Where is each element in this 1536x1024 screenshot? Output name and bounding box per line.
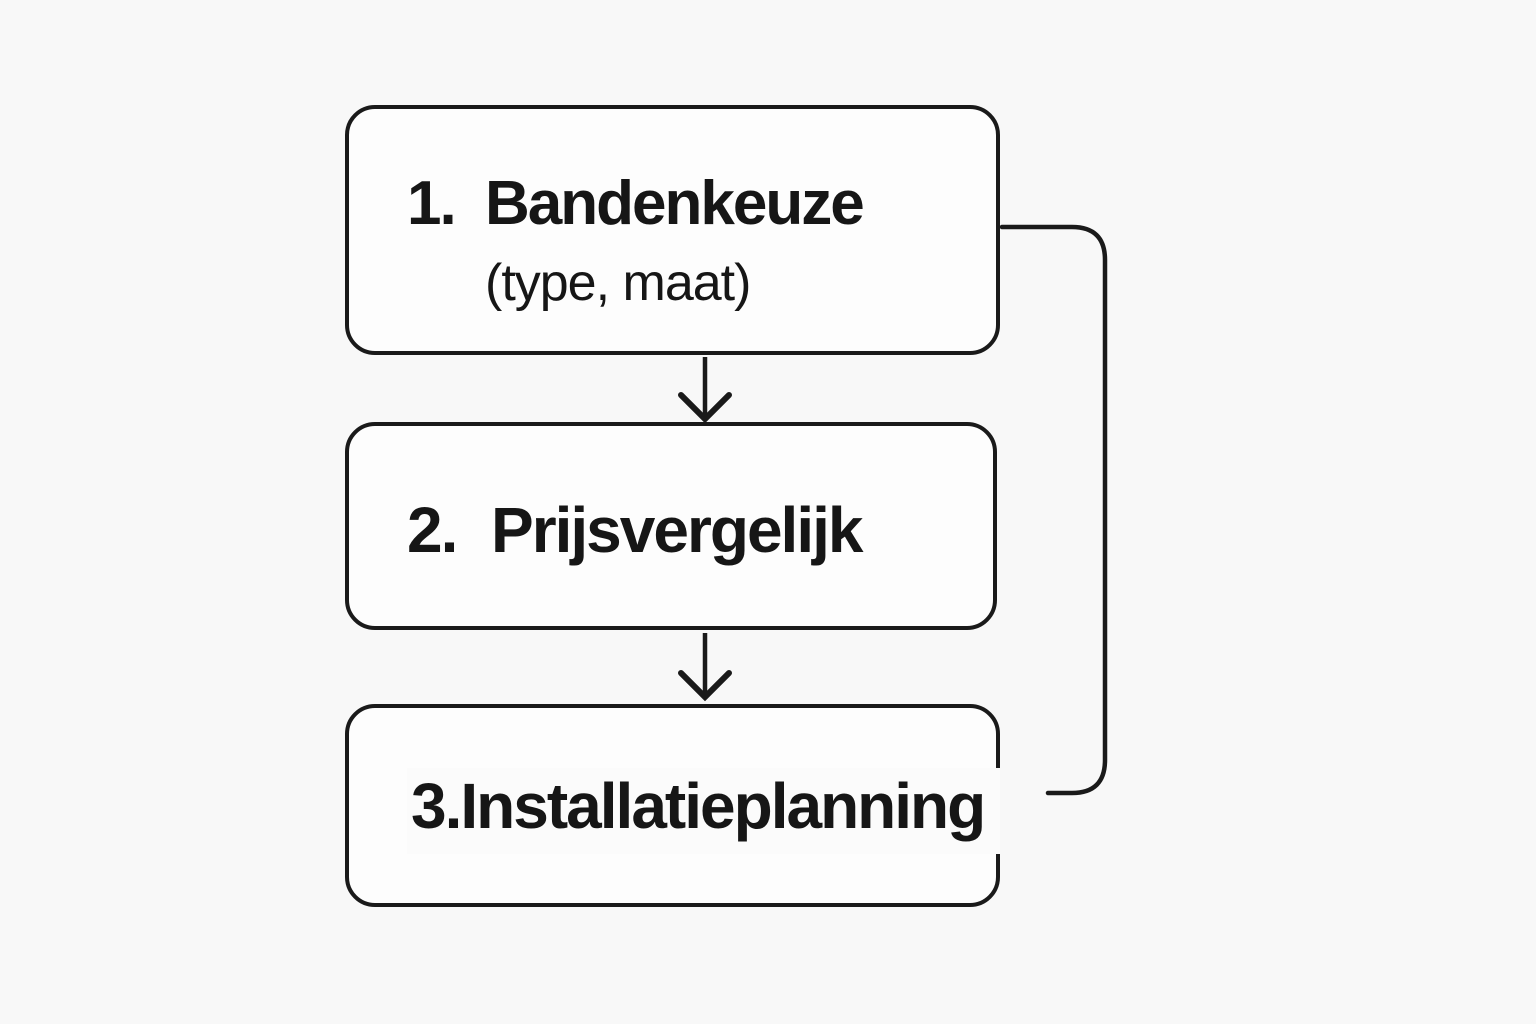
flow-node-prijsvergelijk: 2. Prijsvergelijk xyxy=(345,422,997,630)
node-2-label: Prijsvergelijk xyxy=(491,494,863,566)
node-2-number: 2. xyxy=(407,494,458,566)
node-1-sublabel: (type, maat) xyxy=(485,254,751,312)
feedback-connector-node1-to-node3 xyxy=(999,224,1108,796)
flow-node-installatieplanning: 3.Installatieplanning xyxy=(345,704,1001,907)
node-2-title: 2. Prijsvergelijk xyxy=(407,494,863,566)
node-3-label: Installatieplanning xyxy=(460,770,986,842)
node-3-number: 3. xyxy=(411,770,462,842)
node-1-title: 1. Bandenkeuze xyxy=(407,169,865,238)
arrow-node2-to-node3 xyxy=(678,633,732,702)
arrow-node1-to-node2 xyxy=(678,357,732,424)
node-3-title: 3.Installatieplanning xyxy=(407,768,1001,854)
flow-node-bandenkeuze: 1. Bandenkeuze (type, maat) xyxy=(345,105,1000,355)
node-1-number: 1. xyxy=(407,169,457,238)
node-1-label: Bandenkeuze xyxy=(485,169,865,238)
